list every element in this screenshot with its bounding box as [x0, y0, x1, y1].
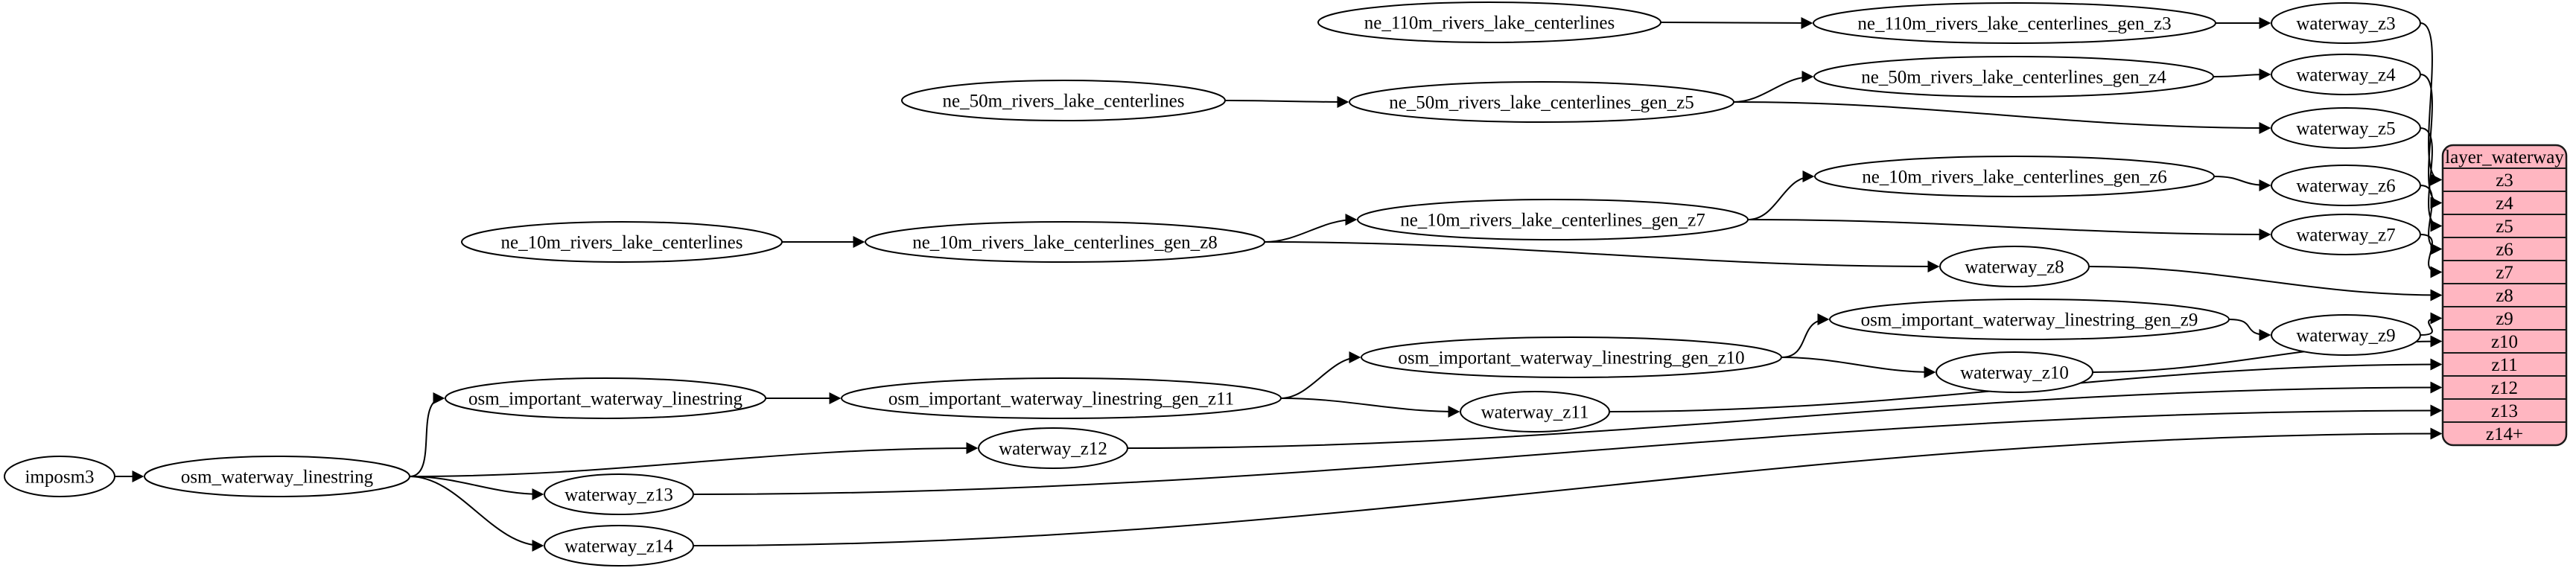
edge-osm_waterway_linestring-to-waterway_z13	[409, 476, 544, 500]
node-label-ne_110m_rivers_lake_centerlines_gen_z3: ne_110m_rivers_lake_centerlines_gen_z3	[1857, 14, 2171, 34]
node-ne_110m_rivers_lake_centerlines: ne_110m_rivers_lake_centerlines	[1317, 1, 1661, 43]
node-label-imposm3: imposm3	[25, 468, 94, 488]
node-waterway_z11: waterway_z11	[1460, 391, 1610, 433]
node-label-waterway_z11: waterway_z11	[1481, 403, 1589, 423]
table-row-z10: z10	[2491, 332, 2518, 352]
table-header-label: layer_waterway	[2445, 147, 2564, 167]
edge-osm_waterway_linestring-to-osm_important_waterway_linestring	[409, 392, 445, 477]
edge-ne_10m_rivers_lake_centerlines_gen_z8-to-waterway_z8	[1264, 241, 1940, 272]
node-label-waterway_z7: waterway_z7	[2296, 226, 2395, 246]
node-waterway_z4: waterway_z4	[2271, 54, 2421, 95]
node-osm_important_waterway_linestring_gen_z11: osm_important_waterway_linestring_gen_z1…	[841, 377, 1282, 419]
node-label-waterway_z5: waterway_z5	[2296, 119, 2395, 139]
node-osm_waterway_linestring: osm_waterway_linestring	[144, 456, 410, 497]
node-label-ne_10m_rivers_lake_centerlines: ne_10m_rivers_lake_centerlines	[501, 233, 743, 253]
node-label-waterway_z12: waterway_z12	[999, 439, 1107, 459]
edge-osm_important_waterway_linestring_gen_z10-to-osm_important_waterway_linestring_gen_z9	[1781, 313, 1830, 358]
node-label-ne_10m_rivers_lake_centerlines_gen_z6: ne_10m_rivers_lake_centerlines_gen_z6	[1862, 167, 2167, 188]
node-waterway_z10: waterway_z10	[1936, 351, 2093, 393]
node-waterway_z3: waterway_z3	[2271, 2, 2421, 44]
node-label-ne_50m_rivers_lake_centerlines_gen_z5: ne_50m_rivers_lake_centerlines_gen_z5	[1389, 93, 1694, 113]
node-label-osm_important_waterway_linestring: osm_important_waterway_linestring	[468, 389, 742, 409]
node-ne_50m_rivers_lake_centerlines_gen_z4: ne_50m_rivers_lake_centerlines_gen_z4	[1813, 56, 2214, 98]
node-waterway_z13: waterway_z13	[544, 473, 694, 515]
edge-ne_50m_rivers_lake_centerlines-to-ne_50m_rivers_lake_centerlines_gen_z5	[1224, 95, 1349, 108]
node-label-waterway_z9: waterway_z9	[2296, 326, 2395, 346]
table-row-z13: z13	[2491, 401, 2518, 421]
node-label-ne_110m_rivers_lake_centerlines: ne_110m_rivers_lake_centerlines	[1364, 13, 1615, 33]
node-label-osm_important_waterway_linestring_gen_z10: osm_important_waterway_linestring_gen_z1…	[1398, 348, 1744, 368]
node-ne_50m_rivers_lake_centerlines_gen_z5: ne_50m_rivers_lake_centerlines_gen_z5	[1349, 81, 1734, 123]
node-ne_10m_rivers_lake_centerlines_gen_z6: ne_10m_rivers_lake_centerlines_gen_z6	[1814, 156, 2215, 197]
node-waterway_z8: waterway_z8	[1939, 246, 2090, 287]
node-osm_important_waterway_linestring_gen_z10: osm_important_waterway_linestring_gen_z1…	[1361, 336, 1782, 378]
node-ne_10m_rivers_lake_centerlines_gen_z8: ne_10m_rivers_lake_centerlines_gen_z8	[865, 221, 1265, 263]
edge-waterway_z8-to-layer_waterway-z8	[2088, 266, 2443, 301]
node-ne_50m_rivers_lake_centerlines: ne_50m_rivers_lake_centerlines	[901, 80, 1226, 121]
node-waterway_z9: waterway_z9	[2271, 314, 2421, 356]
edge-osm_waterway_linestring-to-waterway_z14	[409, 476, 544, 552]
table-row-z6: z6	[2496, 240, 2513, 260]
node-ne_110m_rivers_lake_centerlines_gen_z3: ne_110m_rivers_lake_centerlines_gen_z3	[1813, 2, 2216, 44]
node-label-ne_50m_rivers_lake_centerlines: ne_50m_rivers_lake_centerlines	[943, 92, 1185, 112]
edge-waterway_z12-to-layer_waterway-z12	[1127, 381, 2443, 449]
edge-ne_10m_rivers_lake_centerlines_gen_z6-to-waterway_z6	[2213, 176, 2271, 191]
edge-ne_10m_rivers_lake_centerlines_gen_z7-to-waterway_z7	[1747, 219, 2271, 240]
node-label-osm_important_waterway_linestring_gen_z9: osm_important_waterway_linestring_gen_z9	[1861, 310, 2198, 331]
node-waterway_z12: waterway_z12	[978, 427, 1128, 469]
table-layer_waterway: layer_waterway z3 z4 z5 z6 z7 z8 z9 z10 z11 z12 z13…	[2441, 144, 2568, 447]
node-osm_important_waterway_linestring_gen_z9: osm_important_waterway_linestring_gen_z9	[1829, 299, 2230, 340]
node-label-ne_10m_rivers_lake_centerlines_gen_z8: ne_10m_rivers_lake_centerlines_gen_z8	[912, 233, 1218, 253]
node-label-ne_50m_rivers_lake_centerlines_gen_z4: ne_50m_rivers_lake_centerlines_gen_z4	[1861, 68, 2166, 88]
edge-ne_10m_rivers_lake_centerlines_gen_z7-to-ne_10m_rivers_lake_centerlines_gen_z6	[1747, 170, 1815, 220]
edge-osm_important_waterway_linestring_gen_z10-to-waterway_z10	[1781, 357, 1936, 378]
table-row-z5: z5	[2496, 217, 2513, 237]
node-label-osm_important_waterway_linestring_gen_z11: osm_important_waterway_linestring_gen_z1…	[888, 389, 1234, 409]
node-waterway_z7: waterway_z7	[2271, 214, 2421, 255]
edge-osm_important_waterway_linestring_gen_z9-to-waterway_z9	[2228, 319, 2271, 341]
edge-ne_10m_rivers_lake_centerlines_gen_z8-to-ne_10m_rivers_lake_centerlines_gen_z7	[1264, 214, 1358, 243]
node-imposm3: imposm3	[4, 456, 115, 497]
node-label-ne_10m_rivers_lake_centerlines_gen_z7: ne_10m_rivers_lake_centerlines_gen_z7	[1400, 211, 1705, 231]
node-label-waterway_z10: waterway_z10	[1960, 363, 2069, 383]
edge-waterway_z14-to-layer_waterway-z14+	[693, 427, 2443, 546]
edge-ne_50m_rivers_lake_centerlines_gen_z5-to-waterway_z5	[1733, 101, 2271, 134]
table-row-z9: z9	[2496, 309, 2513, 329]
node-label-waterway_z6: waterway_z6	[2296, 176, 2395, 197]
node-waterway_z14: waterway_z14	[544, 525, 694, 567]
edge-osm_important_waterway_linestring_gen_z11-to-osm_important_waterway_linestring_gen_z10	[1280, 351, 1361, 399]
node-label-osm_waterway_linestring: osm_waterway_linestring	[181, 468, 374, 488]
edge-waterway_z5-to-layer_waterway-z5	[2420, 127, 2443, 232]
edge-ne_50m_rivers_lake_centerlines_gen_z5-to-ne_50m_rivers_lake_centerlines_gen_z4	[1733, 71, 1814, 103]
table-row-z3: z3	[2496, 170, 2513, 191]
node-waterway_z6: waterway_z6	[2271, 165, 2421, 206]
edge-osm_important_waterway_linestring_gen_z11-to-waterway_z11	[1280, 398, 1460, 418]
edge-ne_110m_rivers_lake_centerlines-to-ne_110m_rivers_lake_centerlines_gen_z3	[1660, 16, 1813, 29]
table-row-z11: z11	[2491, 355, 2517, 375]
node-label-waterway_z8: waterway_z8	[1965, 258, 2064, 278]
edge-waterway_z9-to-layer_waterway-z9	[2420, 312, 2443, 336]
table-row-z4: z4	[2496, 194, 2513, 214]
node-ne_10m_rivers_lake_centerlines: ne_10m_rivers_lake_centerlines	[461, 221, 783, 263]
node-ne_10m_rivers_lake_centerlines_gen_z7: ne_10m_rivers_lake_centerlines_gen_z7	[1357, 199, 1749, 240]
table-row-z7: z7	[2496, 263, 2513, 283]
edge-waterway_z3-to-layer_waterway-z3	[2420, 22, 2443, 186]
node-osm_important_waterway_linestring: osm_important_waterway_linestring	[445, 377, 766, 419]
edge-waterway_z7-to-layer_waterway-z7	[2420, 234, 2443, 278]
edge-osm_waterway_linestring-to-waterway_z12	[409, 442, 979, 477]
edge-ne_50m_rivers_lake_centerlines_gen_z4-to-waterway_z4	[2213, 68, 2271, 81]
node-waterway_z5: waterway_z5	[2271, 107, 2421, 149]
table-row-z12: z12	[2491, 378, 2518, 398]
node-label-waterway_z4: waterway_z4	[2296, 66, 2396, 86]
node-label-waterway_z13: waterway_z13	[565, 485, 673, 505]
nodes-layer: imposm3 osm_waterway_linestring osm_import…	[4, 1, 2421, 567]
table-row-z8: z8	[2496, 286, 2513, 306]
table-row-z14+: z14+	[2486, 424, 2523, 444]
node-label-waterway_z14: waterway_z14	[565, 537, 673, 557]
node-label-waterway_z3: waterway_z3	[2296, 14, 2395, 34]
edge-waterway_z6-to-layer_waterway-z6	[2420, 185, 2443, 255]
edges-layer	[114, 16, 2443, 552]
edge-waterway_z13-to-layer_waterway-z13	[693, 404, 2443, 495]
